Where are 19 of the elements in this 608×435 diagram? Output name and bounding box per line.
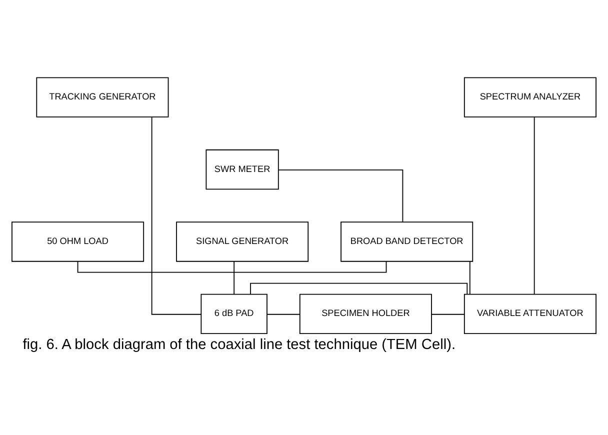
connector <box>234 261 235 295</box>
connector <box>266 314 300 315</box>
connector <box>151 116 202 315</box>
connector <box>278 170 404 222</box>
caption: fig. 6. A block diagram of the coaxial line test technique (TEM Cell). <box>22 336 456 353</box>
connector <box>534 116 535 294</box>
connector <box>77 261 387 273</box>
node-box: TRACKING GENERATOR <box>36 77 169 118</box>
node-box: 50 OHM LOAD <box>12 222 144 262</box>
node-box: SPECIMEN HOLDER <box>299 294 432 334</box>
connector <box>431 314 465 315</box>
node-box: 6 dB PAD <box>200 294 268 334</box>
connector <box>469 261 470 295</box>
node-box: SWR METER <box>206 149 279 190</box>
node-box: SPECTRUM ANALYZER <box>464 77 596 118</box>
node-box: VARIABLE ATTENUATOR <box>464 294 596 334</box>
node-box: SIGNAL GENERATOR <box>176 222 309 262</box>
node-box: BROAD BAND DETECTOR <box>340 222 474 262</box>
connector <box>250 282 468 294</box>
